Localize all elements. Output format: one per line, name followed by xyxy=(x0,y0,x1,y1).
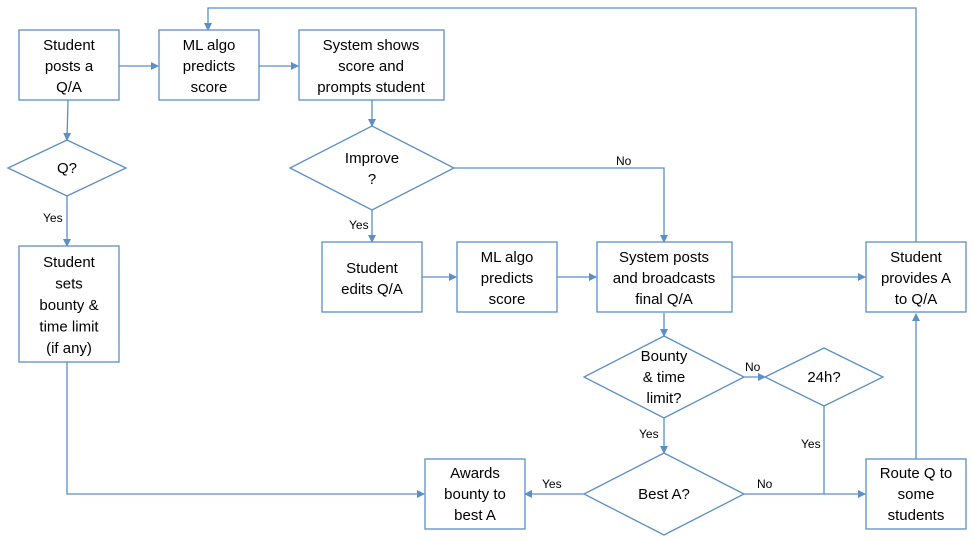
edge-posts-to-q xyxy=(63,99,72,141)
label-q-yes: Yes xyxy=(43,211,63,225)
label-best-yes: Yes xyxy=(542,477,562,491)
label-bounty-no: No xyxy=(745,360,761,374)
decision-improve: Improve? xyxy=(288,125,456,211)
edges xyxy=(63,7,920,498)
label-bounty-yes: Yes xyxy=(639,427,659,441)
label-best-no: No xyxy=(757,477,773,491)
edge-sets-bounty-to-awards xyxy=(66,362,425,498)
svg-text:Q?: Q? xyxy=(57,160,77,177)
svg-text:Best A?: Best A? xyxy=(638,486,690,503)
decision-q: Q? xyxy=(6,139,128,197)
decision-best-a: Best A? xyxy=(582,452,746,536)
edge-provides-to-ml1-loop xyxy=(204,7,917,242)
svg-text:24h?: 24h? xyxy=(807,369,840,386)
label-improve-no: No xyxy=(616,154,632,168)
label-24h-yes: Yes xyxy=(801,437,821,451)
label-improve-yes: Yes xyxy=(349,218,369,232)
decision-24h: 24h? xyxy=(763,347,885,407)
edge-improve-no-to-system-posts xyxy=(454,167,668,243)
svg-text:Improve?: Improve? xyxy=(345,150,399,188)
edge-labels: Yes Yes No Yes No Yes Yes No xyxy=(43,154,821,491)
